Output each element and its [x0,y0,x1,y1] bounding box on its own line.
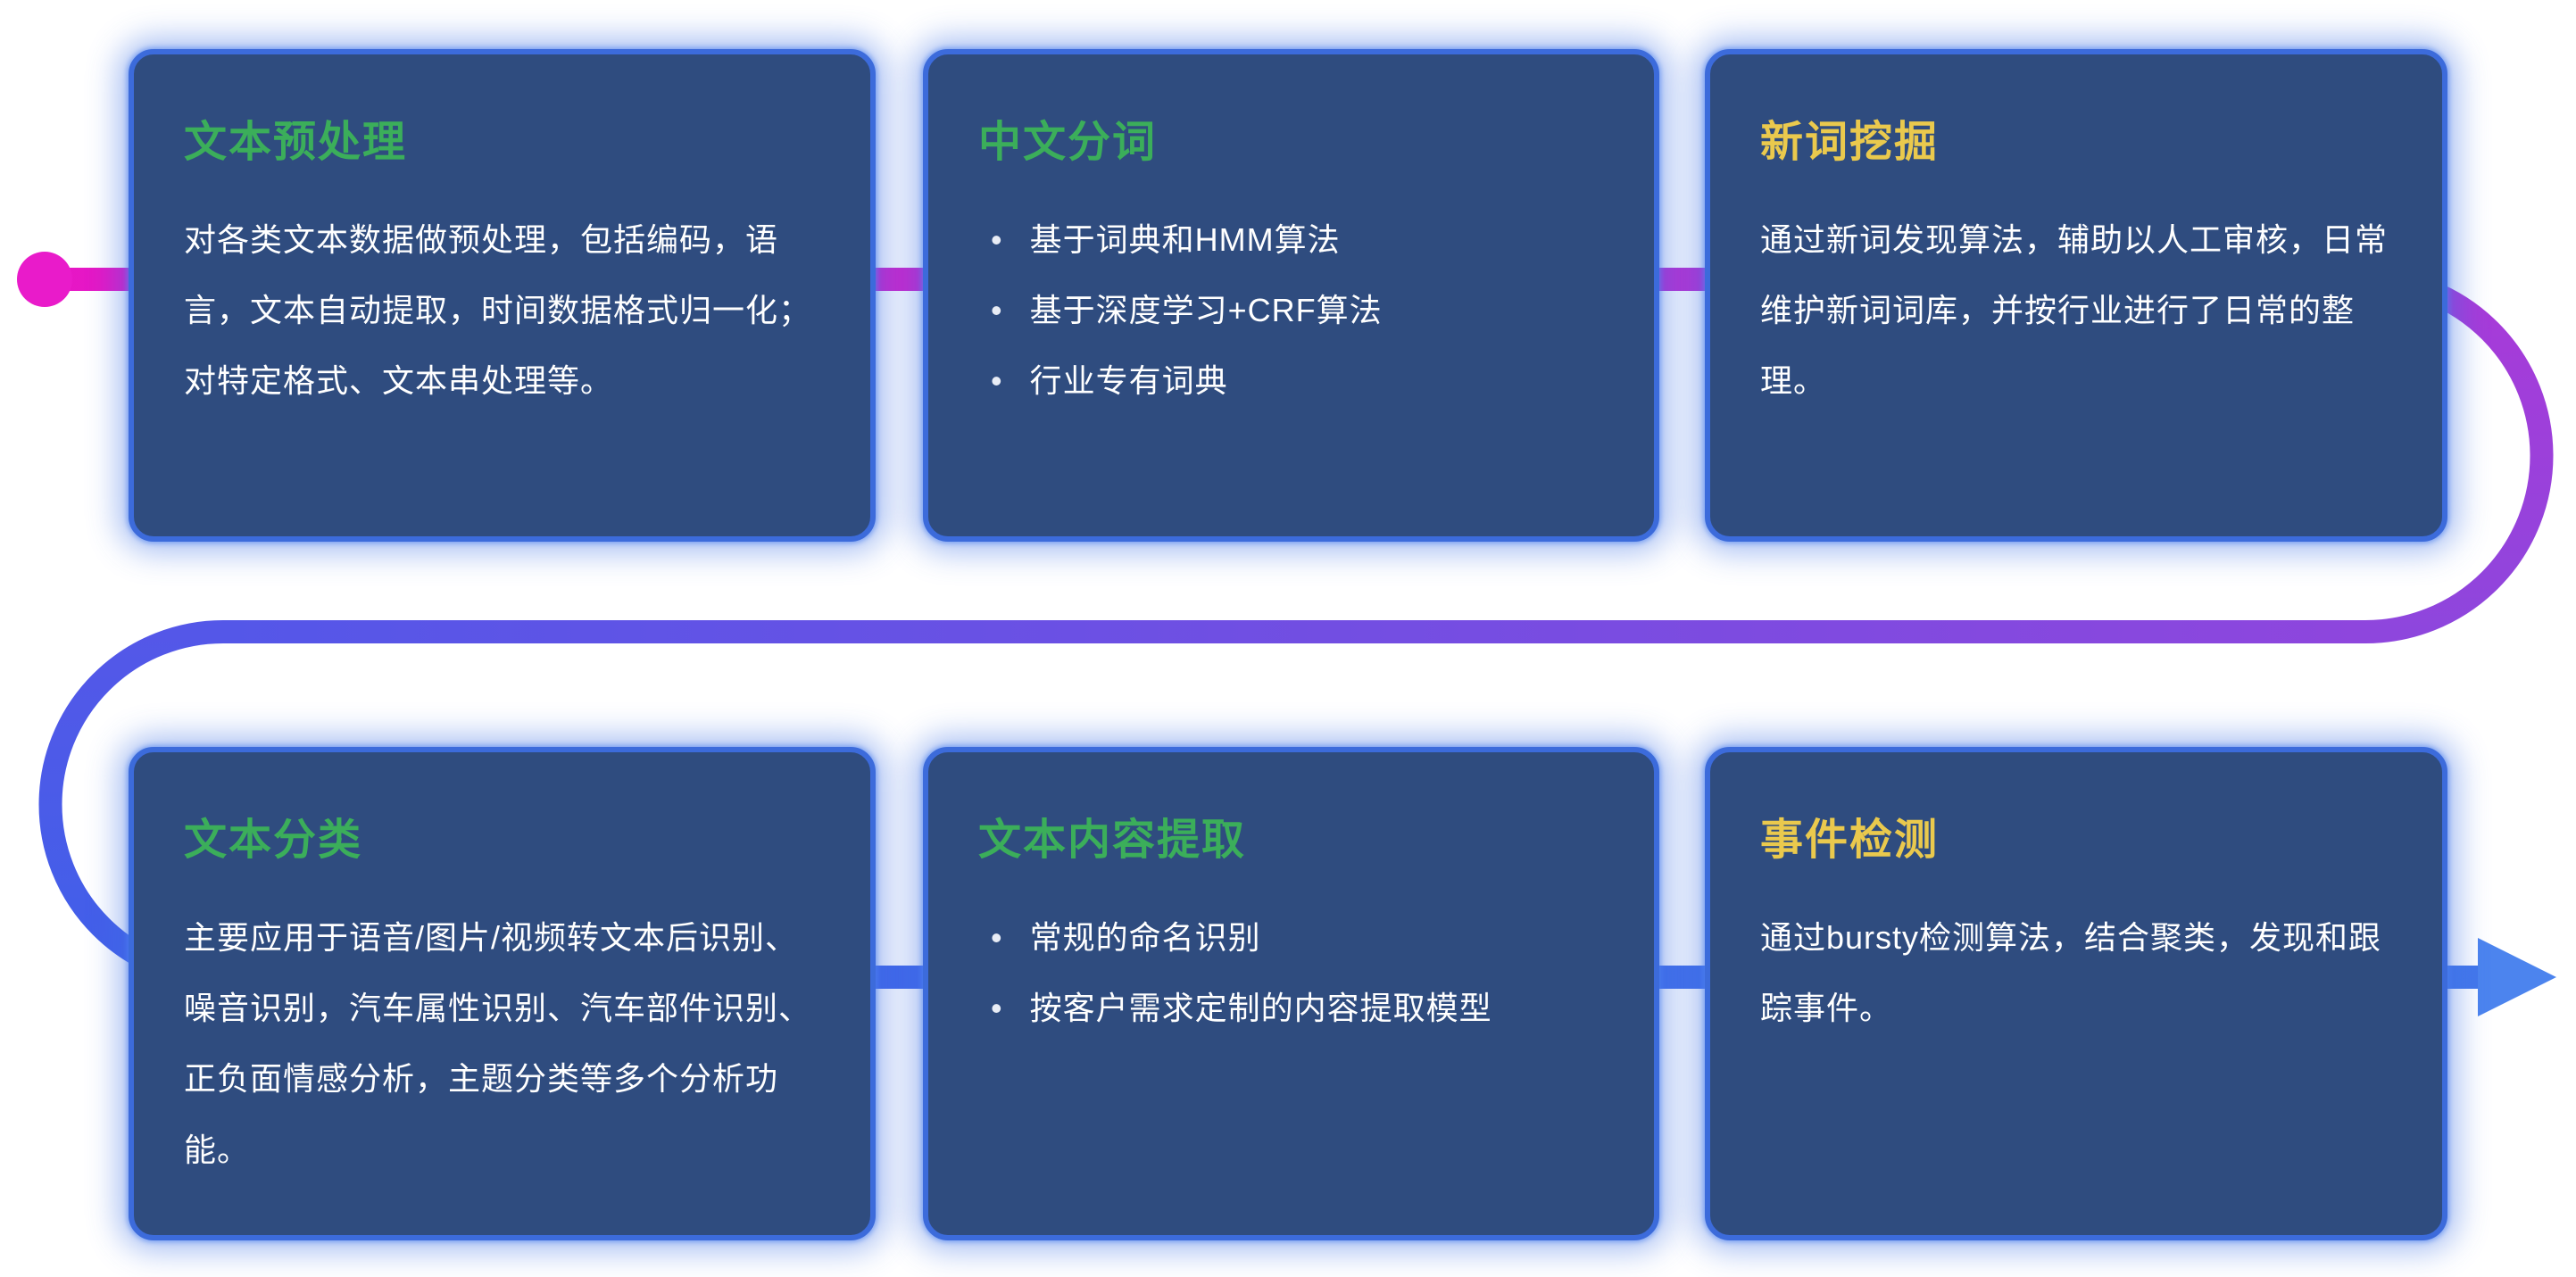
bullet-dot-icon: • [991,221,1003,258]
card-text-preprocessing: 文本预处理 对各类文本数据做预处理，包括编码，语言，文本自动提取，时间数据格式归… [129,49,876,542]
bullet-item: • 基于深度学习+CRF算法 [978,275,1604,345]
bullet-dot-icon: • [991,990,1003,1027]
card-text-content-extraction: 文本内容提取 • 常规的命名识别 • 按客户需求定制的内容提取模型 [923,747,1659,1240]
card-title: 新词挖掘 [1760,119,1940,166]
card-body: 对各类文本数据做预处理，包括编码，语言，文本自动提取，时间数据格式归一化；对特定… [184,221,812,400]
card-title: 事件检测 [1760,817,1940,864]
bullet-item: • 基于词典和HMM算法 [978,204,1604,275]
card-title: 文本内容提取 [978,817,1247,864]
bullet-text: 常规的命名识别 [1029,919,1261,956]
bullet-text: 按客户需求定制的内容提取模型 [1029,990,1492,1027]
card-chinese-word-segmentation: 中文分词 • 基于词典和HMM算法 • 基于深度学习+CRF算法 • 行业专有词典 [923,49,1659,542]
card-body: 通过bursty检测算法，结合聚类，发现和跟踪事件。 [1760,919,2382,1027]
bullet-text: 行业专有词典 [1029,362,1228,400]
bullet-dot-icon: • [991,292,1003,329]
bullet-item: • 常规的命名识别 [978,902,1604,973]
bullet-item: • 行业专有词典 [978,345,1604,416]
card-body: 通过新词发现算法，辅助以人工审核，日常维护新词词库，并按行业进行了日常的整理。 [1760,221,2389,400]
bullet-text: 基于词典和HMM算法 [1029,221,1341,258]
card-text-classification: 文本分类 主要应用于语音/图片/视频转文本后识别、噪音识别，汽车属性识别、汽车部… [129,747,876,1240]
flow-start-dot [17,252,72,307]
bullet-text: 基于深度学习+CRF算法 [1029,292,1383,329]
card-bullets: • 基于词典和HMM算法 • 基于深度学习+CRF算法 • 行业专有词典 [978,204,1604,417]
card-event-detection: 事件检测 通过bursty检测算法，结合聚类，发现和跟踪事件。 [1705,747,2447,1240]
card-body: 主要应用于语音/图片/视频转文本后识别、噪音识别，汽车属性识别、汽车部件识别、正… [184,919,812,1168]
card-bullets: • 常规的命名识别 • 按客户需求定制的内容提取模型 [978,902,1604,1043]
card-new-word-mining: 新词挖掘 通过新词发现算法，辅助以人工审核，日常维护新词词库，并按行业进行了日常… [1705,49,2447,542]
flow-arrow-icon [2478,938,2556,1016]
card-title: 文本预处理 [184,119,408,166]
card-title: 中文分词 [978,119,1158,166]
bullet-dot-icon: • [991,919,1003,956]
card-title: 文本分类 [184,817,363,864]
bullet-item: • 按客户需求定制的内容提取模型 [978,973,1604,1043]
bullet-dot-icon: • [991,362,1003,400]
